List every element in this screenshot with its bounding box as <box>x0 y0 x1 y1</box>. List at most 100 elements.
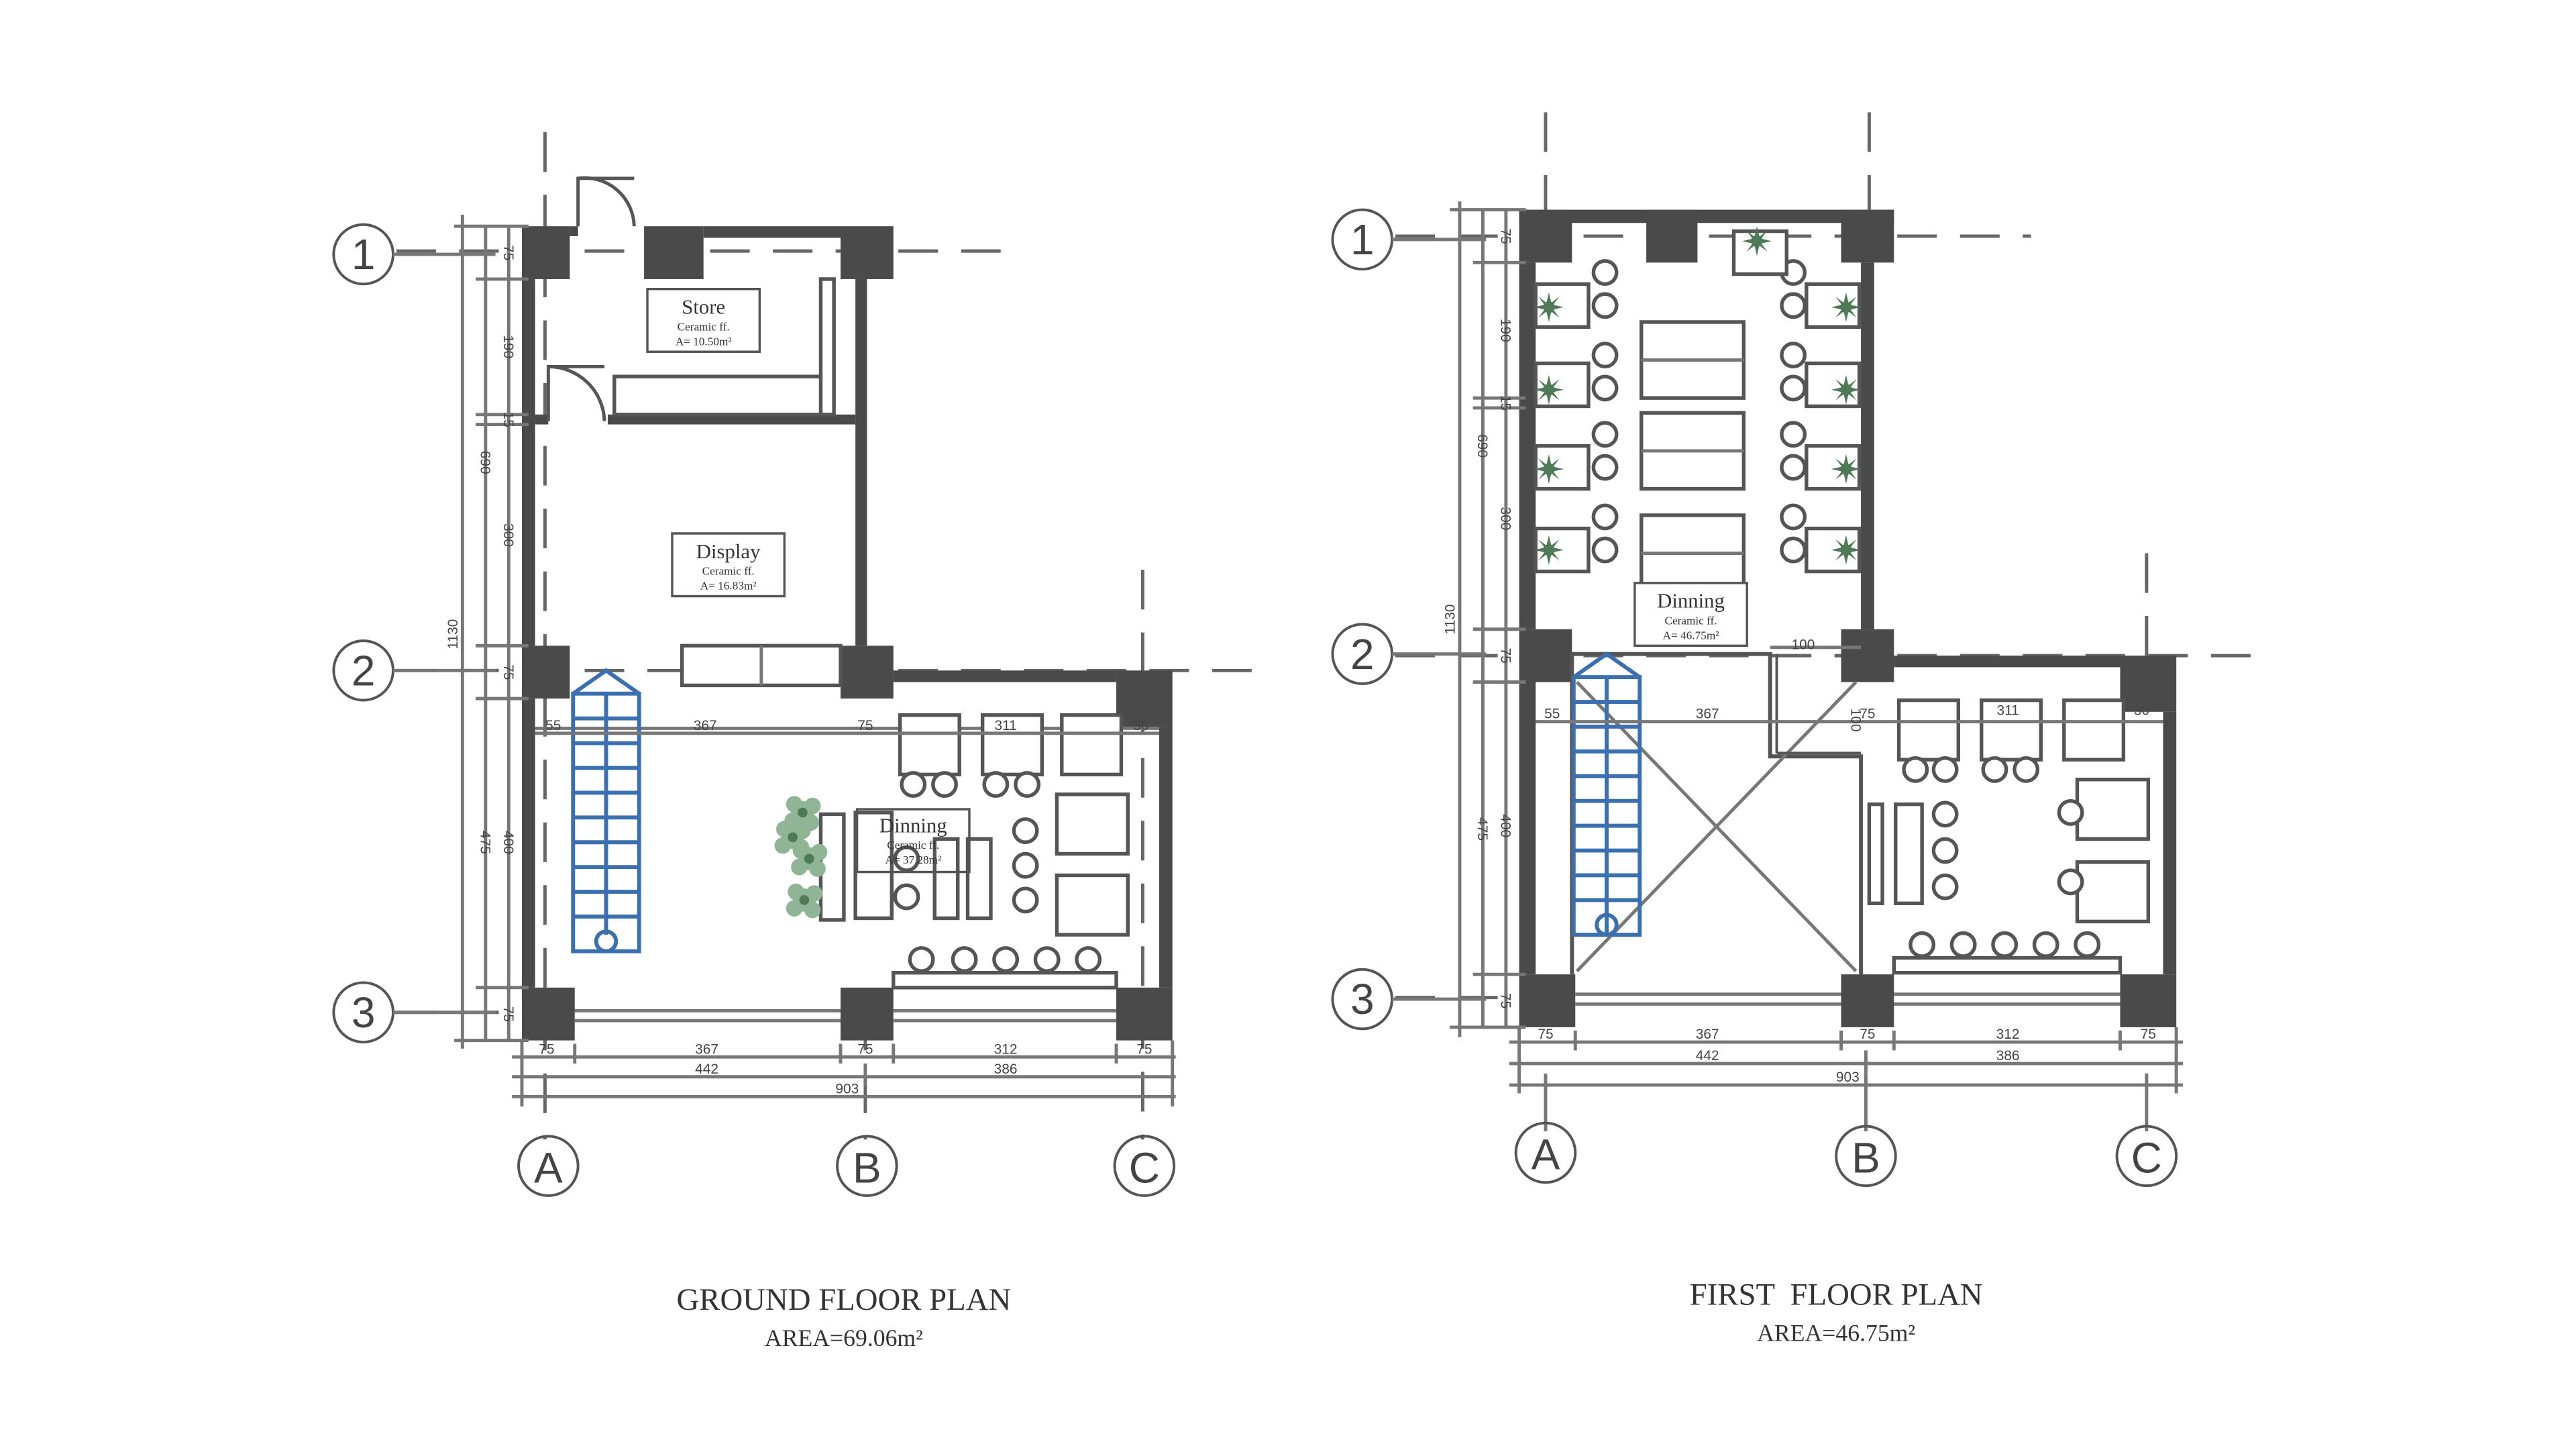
ground-floor-title: GROUND FLOOR PLAN <box>677 1282 1012 1317</box>
ground-bottom-dims: 75 367 75 312 75 442 386 903 <box>512 1040 1176 1107</box>
dim-label: 15 <box>500 412 516 427</box>
dim-label: 475 <box>1474 817 1490 841</box>
dim-label: 367 <box>1696 707 1719 722</box>
first-walls <box>1519 209 2177 1027</box>
room-name: Dinning <box>879 814 947 837</box>
dim-label: 190 <box>500 335 516 358</box>
dim-label: 75 <box>500 664 516 680</box>
dim-label: 400 <box>500 831 516 854</box>
grid-col-label: C <box>1129 1143 1160 1192</box>
dim-label: 300 <box>500 523 516 547</box>
ground-inner-dims: 55 367 75 311 30 <box>535 718 1160 735</box>
dim-label: 75 <box>1498 648 1513 663</box>
ground-room-dining: Dinning Ceramic ff. A= 37.28m² <box>855 808 971 874</box>
dim-label: 55 <box>545 718 561 733</box>
dim-label: 75 <box>1860 707 1875 722</box>
dim-label: 100 <box>1791 637 1815 652</box>
ground-doors <box>546 176 636 421</box>
dim-label: 75 <box>539 1041 554 1057</box>
ground-room-store: Store Ceramic ff. A= 10.50m² <box>646 288 761 353</box>
dim-label: 30 <box>2134 703 2149 719</box>
dim-label: 190 <box>1498 319 1513 342</box>
dim-label: 312 <box>994 1041 1018 1057</box>
first-upper-furniture <box>1534 229 1862 593</box>
dim-label: 1130 <box>1443 604 1458 634</box>
dim-label: 75 <box>1538 1027 1553 1042</box>
first-bottom-dims: 75 367 75 312 75 442 386 903 <box>1509 1027 2184 1094</box>
first-lower-furniture <box>1867 698 2151 975</box>
dim-label: 311 <box>994 718 1016 733</box>
dim-label: 75 <box>857 718 873 733</box>
first-floor-title: FIRST FLOOR PLAN <box>1690 1277 1983 1312</box>
ground-room-display: Display Ceramic ff. A= 16.83m² <box>671 532 786 598</box>
dim-label: 386 <box>994 1061 1018 1077</box>
room-name: Dinning <box>1657 590 1725 613</box>
ground-store-furniture <box>612 277 836 417</box>
room-name: Store <box>682 296 725 319</box>
first-inner-dims: 55 367 75 311 30 100 100 <box>1536 637 2163 732</box>
dim-label: 55 <box>1544 707 1560 722</box>
first-floor-area: AREA=46.75m² <box>1757 1320 1915 1347</box>
dim-label: 442 <box>1696 1048 1719 1064</box>
dim-label: 30 <box>1133 718 1148 733</box>
dim-label: 75 <box>1498 993 1513 1008</box>
room-finish: Ceramic ff. <box>1665 614 1717 627</box>
dim-label: 75 <box>1860 1027 1875 1042</box>
room-finish: Ceramic ff. <box>702 565 755 578</box>
room-finish: Ceramic ff. <box>678 320 730 333</box>
dim-label: 1130 <box>445 619 461 650</box>
grid-col-label: A <box>1532 1131 1560 1179</box>
room-area: A= 46.75m² <box>1663 629 1719 642</box>
ground-vertical-dims: 75 190 15 300 75 400 75 690 475 1130 <box>445 214 529 1049</box>
grid-row-label: 3 <box>1350 975 1375 1023</box>
dim-label: 690 <box>477 451 492 474</box>
ground-stairs <box>571 668 641 953</box>
dim-label: 75 <box>857 1041 873 1057</box>
ground-floor-plan: 1 2 3 A B C <box>332 132 1255 1351</box>
dim-label: 15 <box>1498 395 1513 411</box>
grid-col-label: A <box>534 1143 563 1192</box>
grid-row-label: 2 <box>352 646 376 694</box>
ground-walls <box>521 226 1173 1041</box>
grid-row-label: 1 <box>1350 215 1375 264</box>
dim-label: 367 <box>1696 1027 1719 1042</box>
first-vertical-dims: 75 190 15 300 75 400 75 690 475 1130 <box>1443 201 1526 1037</box>
grid-row-label: 1 <box>352 230 376 278</box>
dim-label: 367 <box>695 1041 718 1057</box>
grid-col-label: B <box>853 1143 881 1192</box>
ground-floor-area: AREA=69.06m² <box>765 1325 923 1351</box>
dim-label: 312 <box>1996 1027 2020 1042</box>
dim-label: 367 <box>694 718 717 733</box>
first-room-dining: Dinning Ceramic ff. A= 46.75m² <box>1633 582 1748 648</box>
grid-col-label: B <box>1851 1134 1880 1182</box>
ground-grid-rows: 1 2 3 <box>332 223 496 1044</box>
dim-label: 75 <box>500 1006 516 1022</box>
room-area: A= 37.28m² <box>885 853 941 866</box>
dim-label: 400 <box>1498 814 1513 837</box>
dim-label: 903 <box>1836 1070 1860 1085</box>
room-area: A= 16.83m² <box>700 580 757 592</box>
dim-label: 386 <box>1996 1048 2020 1064</box>
dim-label: 75 <box>1498 228 1513 244</box>
dim-label: 690 <box>1474 434 1490 458</box>
grid-row-label: 3 <box>352 988 376 1037</box>
grid-col-label: C <box>2131 1134 2162 1182</box>
ground-dining-furniture <box>818 713 1130 990</box>
first-grid-rows: 1 2 3 <box>1331 208 1487 1031</box>
room-area: A= 10.50m² <box>676 335 732 348</box>
ground-grid-cols: A B C <box>517 1135 1176 1197</box>
dim-label: 100 <box>1847 709 1863 732</box>
dim-label: 311 <box>1996 703 2019 719</box>
dim-label: 442 <box>695 1061 718 1077</box>
dim-label: 300 <box>1498 507 1513 530</box>
room-finish: Ceramic ff. <box>887 839 939 851</box>
room-name: Display <box>696 540 761 563</box>
grid-row-label: 2 <box>1350 630 1375 678</box>
dim-label: 75 <box>1136 1041 1152 1057</box>
first-floor-plan: 1 2 3 A B C <box>1331 112 2263 1347</box>
dim-label: 475 <box>477 831 492 854</box>
dim-label: 75 <box>2141 1027 2156 1042</box>
first-grid-cols: A B C <box>1514 1121 2178 1188</box>
first-stairs <box>1571 652 1642 937</box>
